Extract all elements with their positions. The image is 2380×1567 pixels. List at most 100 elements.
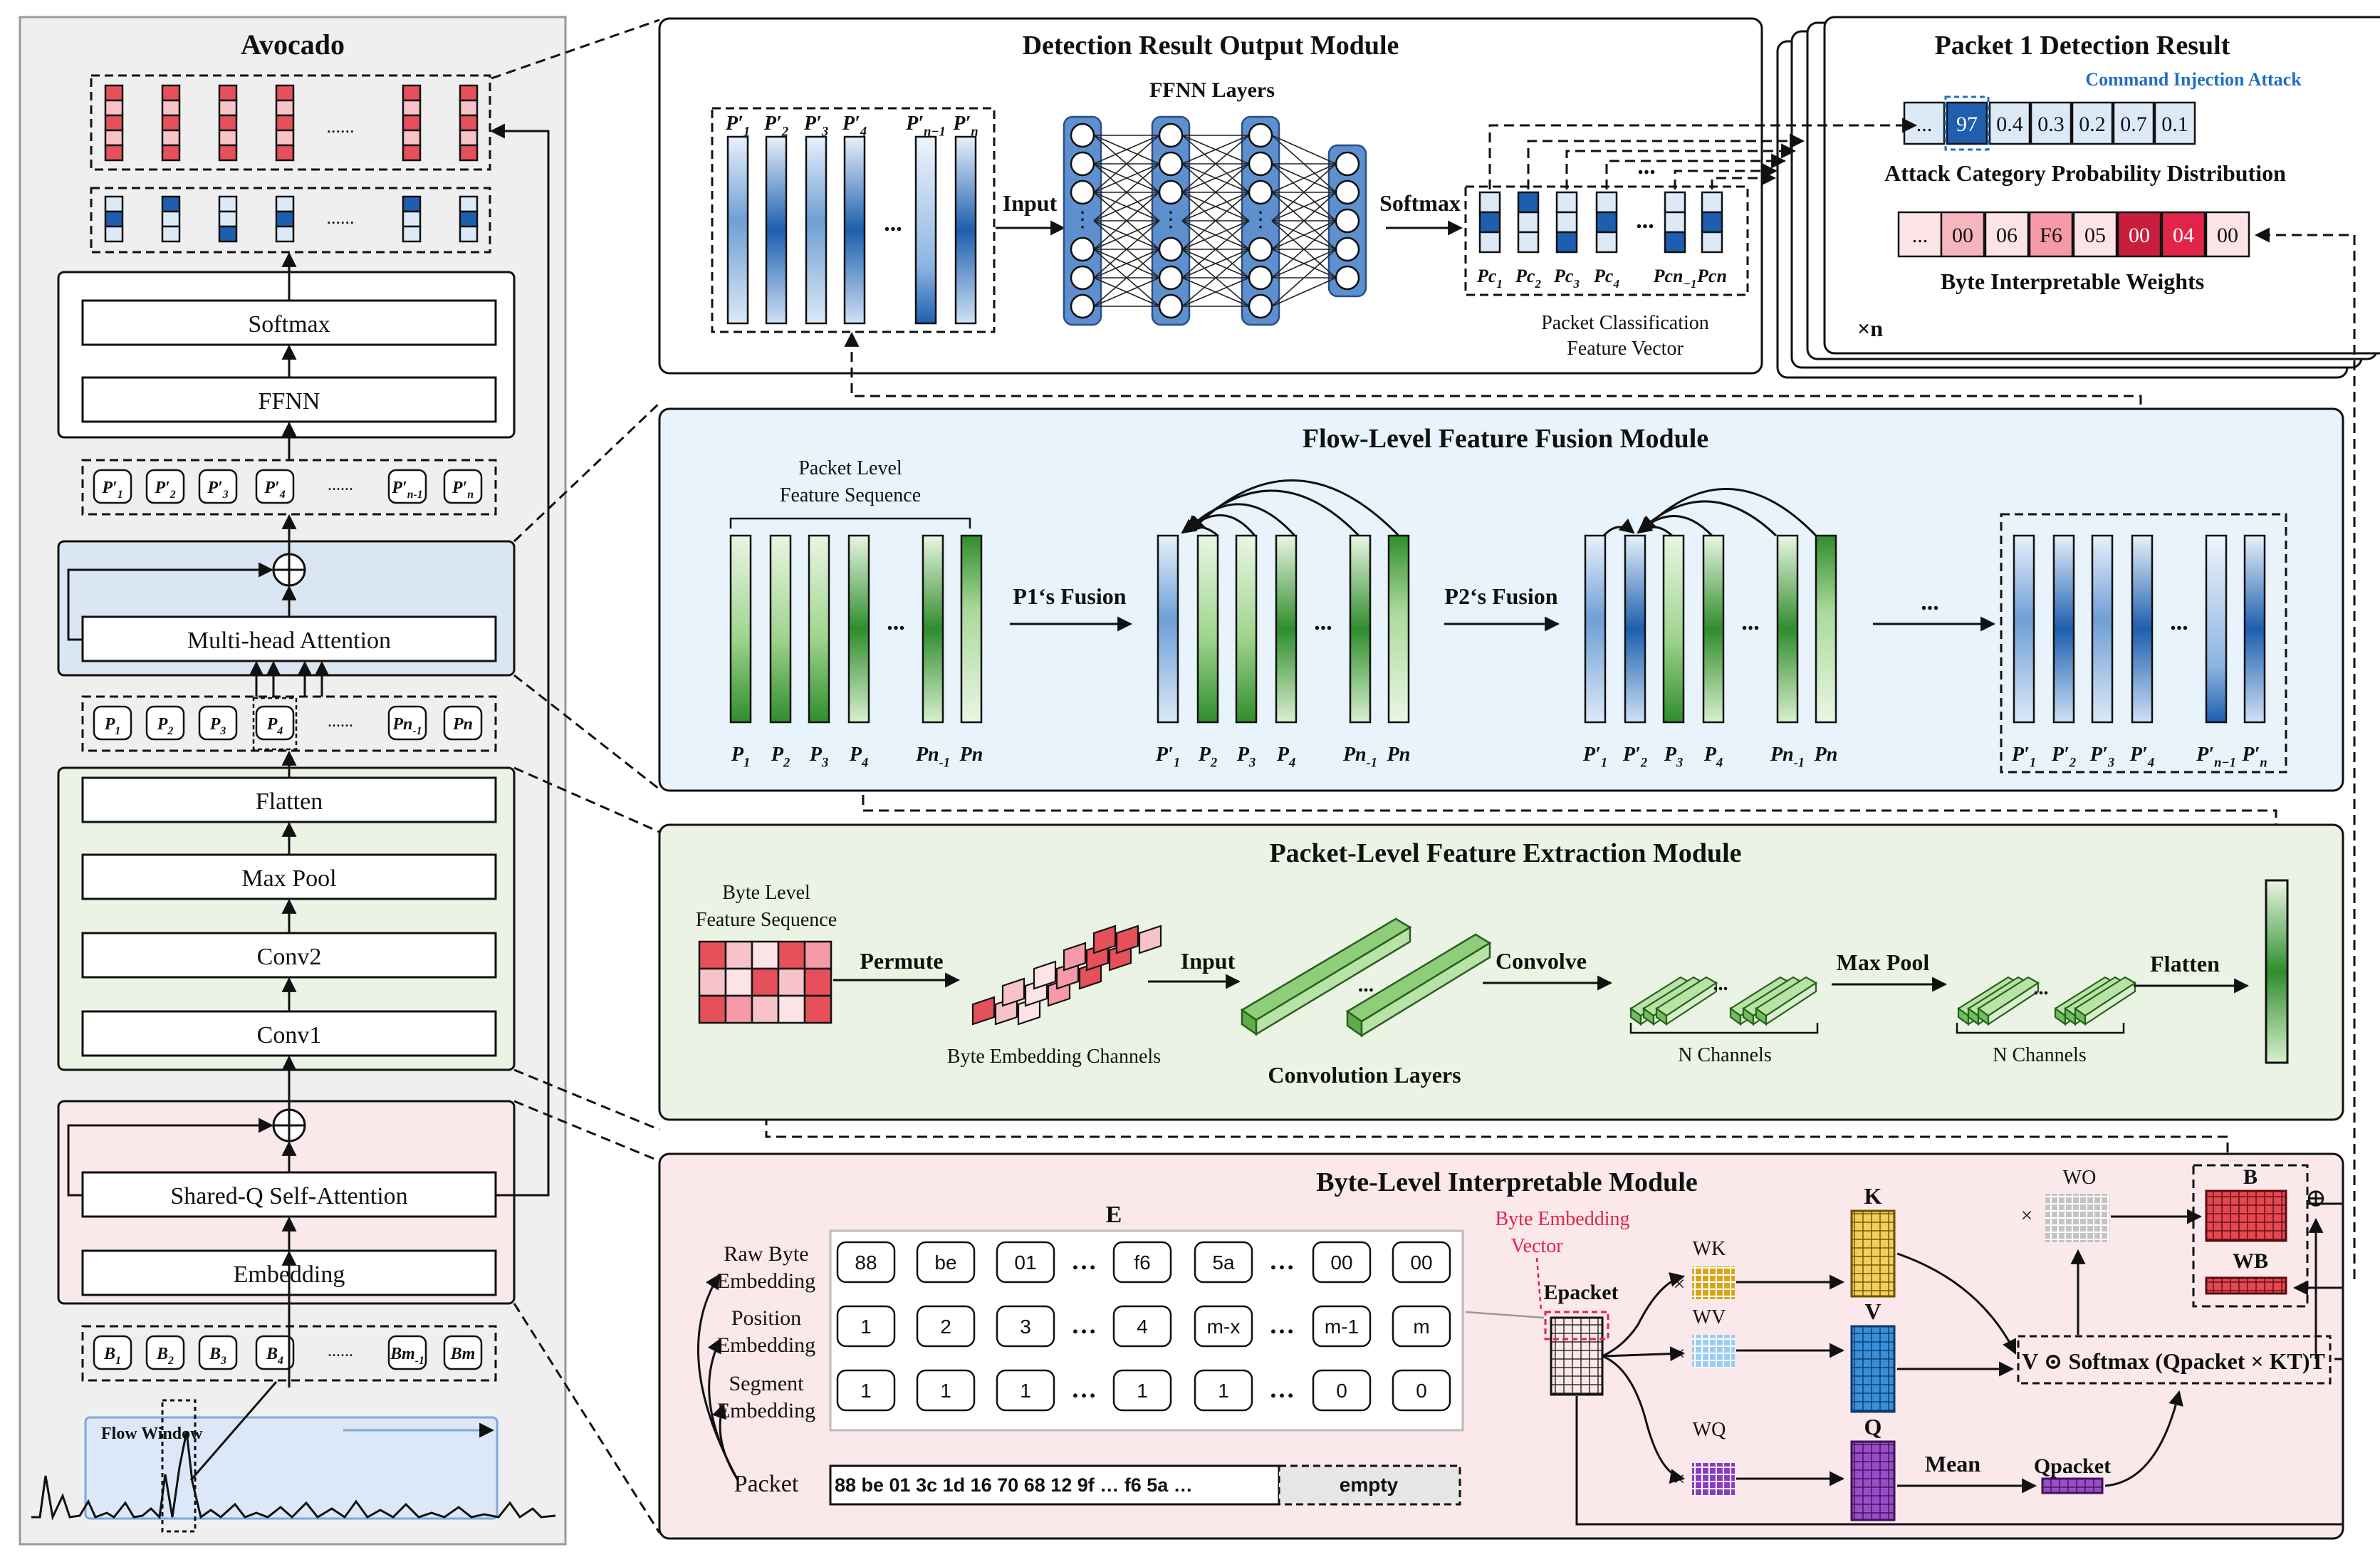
prob-cell [2112,101,2155,145]
weight-cell [218,114,238,132]
bev-label-line2: Vector [1510,1235,1563,1257]
p-token [145,705,185,741]
neuron [1070,236,1095,262]
neuron [1158,123,1184,148]
byte-cell [777,967,806,997]
packet-feature-label: Pn [959,744,983,766]
b-token [255,1335,295,1370]
pc-vector-label: Pcn [1696,266,1727,286]
embedding-token [996,1369,1055,1412]
prob-value: 0.4 [1996,113,2023,136]
weight-cell [402,129,422,147]
byte-weight-value: 05 [2084,224,2106,247]
weight-cell [218,129,238,147]
weight-cell [104,84,124,102]
packet-feature-label: Pn-1 [915,744,950,769]
prob-cell [2030,101,2072,145]
weight-cell [161,144,181,162]
embedding-token [836,1369,896,1412]
pc-dots: ... [1636,207,1654,234]
packet-feature-vector [1387,534,1410,724]
packet-feature-label: P2 [771,744,790,769]
fuse-group-dots: ... [2170,609,2188,635]
byte-weight-cell [1897,211,1943,258]
embedding-token-value: 1 [1218,1380,1229,1402]
pc-vector-label: Pcn−1 [1653,266,1697,291]
neuron [1070,151,1095,177]
packet-feature-label: P4 [1276,744,1295,769]
packet-feature-vector [2243,534,2266,724]
byte-cell [803,940,833,970]
conv-dots: ... [1358,973,1374,996]
byte-cell [724,940,753,970]
packet-feature-vector [1584,534,1607,724]
b-token [93,1335,132,1370]
result-card [1823,16,2380,355]
packet-feature-label: P′3 [2089,744,2114,769]
pc-cell [1701,191,1723,214]
bev-label-line1: Byte Embedding [1496,1208,1630,1230]
packet-feature-vector [1702,534,1725,724]
k-matrix [1850,1209,1896,1298]
weight-cell [104,99,124,117]
e-packet-matrix [1550,1316,1604,1396]
prob-cell [275,225,295,243]
neuron [1070,179,1095,205]
byte-feature-grid [698,940,833,1024]
embedding-token-value: 00 [1410,1251,1432,1274]
convolve-label: Convolve [1496,948,1587,974]
p-token-row [81,695,497,752]
q-matrix [1850,1440,1896,1521]
neuron [1248,265,1273,291]
packet-feature-vector [847,534,870,724]
embedding-token-value: 88 [855,1251,877,1274]
wk-matrix [1692,1266,1735,1299]
neuron [1158,293,1184,319]
b-token-ellipsis: ...... [328,1342,353,1360]
wo-matrix [2045,1194,2109,1242]
embedding-token-value: 0 [1416,1380,1427,1402]
packet-feature-vector [1235,534,1258,724]
weight-cell [161,129,181,147]
b-token-label: B3 [209,1345,226,1367]
embedding-token-value: 00 [1330,1251,1352,1274]
embedding-token-value: m-x [1207,1316,1241,1338]
packet-feature-label: P4 [1703,744,1723,769]
byte-cell [777,940,806,970]
embedding-token-value: m-1 [1325,1316,1359,1338]
b-token [145,1335,185,1370]
embedding-token [996,1241,1055,1284]
neuron [1335,151,1360,177]
channel-cell [1115,925,1139,954]
wk-label: WK [1693,1238,1726,1260]
pc-cell [1555,191,1578,214]
byte-seq-label-line1: Byte Level [722,882,810,904]
b-token [443,1335,483,1370]
fuse-group-dots: ... [1741,609,1760,635]
prob-cell [2071,101,2114,145]
ffnn-layer-label: FFNN [259,388,320,415]
weight-cell [459,84,479,102]
neuron [1158,236,1184,262]
b-output-group [2192,1164,2309,1308]
pos-emb-label-line1: Position [731,1306,801,1330]
packet-empty-strip [1278,1464,1461,1506]
embedding-token-value: 1 [860,1316,872,1338]
packet-feature-vector [1815,534,1837,724]
packet-feature-label: P′1 [1155,744,1180,769]
fusion-arcs [1181,479,1817,537]
prob-cell [275,195,295,213]
embedding-token [916,1305,976,1348]
prob-cell [1988,101,2031,145]
pc-vector-label: Pc3 [1553,266,1580,291]
pc-cell [1595,231,1618,254]
prob-cell [459,225,479,243]
pprime-token-ellipsis: ...... [328,476,353,494]
packet-feature-vector [922,534,944,724]
embedding-token [1312,1305,1372,1348]
times-wk: × [1674,1272,1686,1296]
p-token [387,705,427,741]
weight-cell [218,99,238,117]
q-packet-vector [2041,1477,2104,1494]
b-token-label: B2 [156,1345,174,1367]
